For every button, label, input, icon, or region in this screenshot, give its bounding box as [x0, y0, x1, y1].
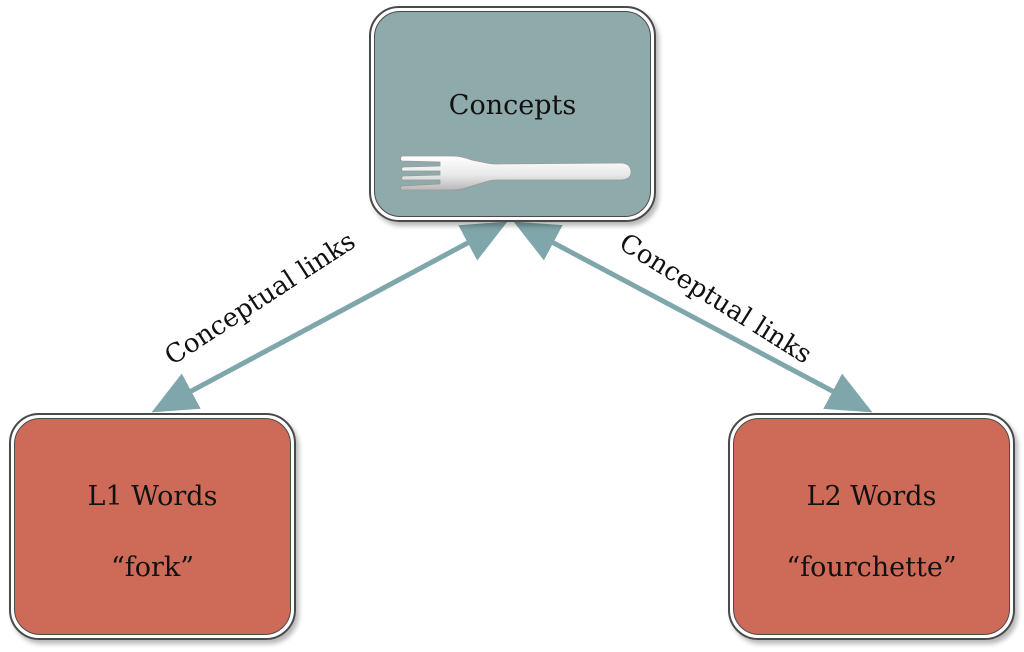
- l1-words-node: L1 Words “fork”: [9, 413, 296, 640]
- l2-node-fill: L2 Words “fourchette”: [733, 418, 1010, 635]
- right-link-arrow: [513, 221, 873, 413]
- l1-title: L1 Words: [87, 481, 218, 512]
- l2-title: L2 Words: [806, 481, 937, 512]
- l2-word: “fourchette”: [786, 552, 957, 583]
- concepts-node: Concepts: [369, 6, 656, 222]
- l1-node-fill: L1 Words “fork”: [14, 418, 291, 635]
- concepts-title: Concepts: [448, 90, 577, 121]
- l2-words-node: L2 Words “fourchette”: [728, 413, 1015, 640]
- concepts-node-fill: Concepts: [374, 11, 651, 217]
- left-link-arrow: [151, 221, 508, 413]
- fork-icon: [400, 155, 632, 191]
- l1-word: “fork”: [110, 552, 195, 583]
